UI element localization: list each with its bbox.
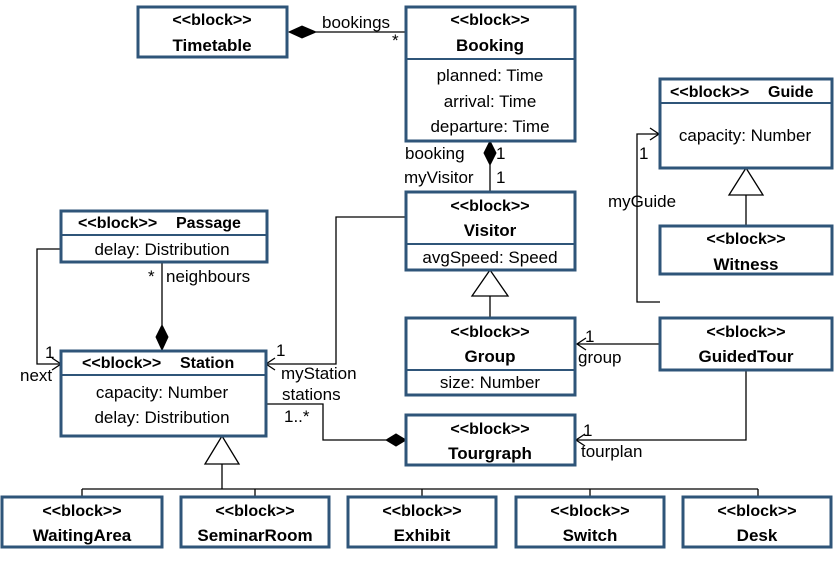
- booking-attr-arrival: arrival: Time: [444, 92, 537, 111]
- witness-name: Witness: [713, 255, 778, 274]
- group-attr-size: size: Number: [440, 373, 540, 392]
- timetable-block: <<block>> Timetable: [136, 5, 289, 59]
- next-label: next: [20, 366, 52, 385]
- myvisitor-multiplicity: 1: [496, 168, 505, 187]
- tourgraph-composition-diamond: [385, 433, 407, 447]
- timetable-stereotype: <<block>>: [172, 12, 251, 29]
- booking-label: booking: [405, 144, 465, 163]
- passage-station-next-line: [36, 248, 61, 365]
- guide-attr-capacity: capacity: Number: [679, 126, 812, 145]
- stations-label: stations: [282, 385, 341, 404]
- guidedtour-tourgraph-line: [576, 370, 747, 441]
- guidedtour-name: GuidedTour: [698, 347, 793, 366]
- station-tourgraph-line: [266, 403, 386, 441]
- booking-block: <<block>> Booking planned: Time arrival:…: [404, 5, 577, 143]
- guide-generalization-triangle: [727, 166, 765, 196]
- passage-name: Passage: [176, 215, 241, 232]
- tourgraph-name: Tourgraph: [448, 444, 532, 463]
- waitingarea-stereotype: <<block>>: [42, 503, 121, 520]
- switch-block: <<block>> Switch: [514, 495, 666, 549]
- booking-composition-diamond: [483, 139, 497, 167]
- guide-block: <<block>> Guide capacity: Number: [658, 77, 834, 170]
- visitor-station-line: [266, 216, 406, 365]
- guide-name: Guide: [768, 84, 813, 101]
- group-block: <<block>> Group size: Number: [404, 316, 577, 397]
- booking-stereotype: <<block>>: [450, 12, 529, 29]
- neighbours-label: neighbours: [166, 267, 250, 286]
- timetable-composition-diamond: [287, 25, 318, 39]
- guidedtour-block: <<block>> GuidedTour: [658, 316, 834, 372]
- waitingarea-name: WaitingArea: [33, 526, 132, 545]
- desk-block: <<block>> Desk: [681, 495, 833, 549]
- station-name: Station: [180, 355, 234, 372]
- guide-stereotype: <<block>>: [670, 84, 749, 101]
- visitor-generalization-triangle: [470, 268, 510, 297]
- mystation-multiplicity: 1: [276, 341, 285, 360]
- group-name: Group: [465, 347, 516, 366]
- visitor-stereotype: <<block>>: [450, 198, 529, 215]
- switch-stereotype: <<block>>: [550, 503, 629, 520]
- station-generalization-triangle: [203, 434, 241, 465]
- bookings-multiplicity: *: [392, 31, 399, 50]
- booking-attr-departure: departure: Time: [430, 117, 549, 136]
- tourplan-label: tourplan: [581, 442, 642, 461]
- myvisitor-label: myVisitor: [404, 168, 474, 187]
- witness-stereotype: <<block>>: [706, 231, 785, 248]
- witness-block: <<block>> Witness: [658, 224, 834, 276]
- visitor-attr-avgspeed: avgSpeed: Speed: [422, 248, 557, 267]
- passage-stereotype: <<block>>: [78, 215, 157, 232]
- waitingarea-block: <<block>> WaitingArea: [0, 495, 164, 549]
- station-block: <<block>> Station capacity: Number delay…: [59, 349, 268, 438]
- myguide-multiplicity: 1: [639, 144, 648, 163]
- mystation-label: myStation: [281, 364, 357, 383]
- seminarroom-name: SeminarRoom: [197, 526, 312, 545]
- group-multiplicity: 1: [585, 327, 594, 346]
- visitor-block: <<block>> Visitor avgSpeed: Speed: [404, 190, 577, 272]
- exhibit-block: <<block>> Exhibit: [346, 495, 498, 549]
- neighbours-multiplicity: *: [148, 267, 155, 286]
- seminarroom-block: <<block>> SeminarRoom: [179, 495, 331, 549]
- passage-block: <<block>> Passage delay: Distribution: [59, 209, 269, 264]
- group-label: group: [578, 348, 621, 367]
- station-composition-diamond: [155, 323, 169, 352]
- stations-multiplicity: 1..*: [284, 407, 310, 426]
- booking-name: Booking: [456, 36, 524, 55]
- visitor-name: Visitor: [464, 221, 517, 240]
- exhibit-name: Exhibit: [394, 526, 451, 545]
- exhibit-stereotype: <<block>>: [382, 503, 461, 520]
- booking-attr-planned: planned: Time: [437, 66, 544, 85]
- passage-attr-delay: delay: Distribution: [94, 240, 229, 259]
- guidedtour-guide-line: [636, 133, 660, 303]
- timetable-name: Timetable: [172, 36, 251, 55]
- switch-name: Switch: [563, 526, 618, 545]
- group-arrowhead: [575, 337, 587, 351]
- station-attr-delay: delay: Distribution: [94, 408, 229, 427]
- group-stereotype: <<block>>: [450, 324, 529, 341]
- station-attr-capacity: capacity: Number: [96, 383, 229, 402]
- station-stereotype: <<block>>: [82, 355, 161, 372]
- tourgraph-block: <<block>> Tourgraph: [404, 413, 577, 467]
- tourgraph-stereotype: <<block>>: [450, 421, 529, 438]
- tourplan-multiplicity: 1: [583, 421, 592, 440]
- next-multiplicity: 1: [45, 343, 54, 362]
- guidedtour-stereotype: <<block>>: [706, 324, 785, 341]
- seminarroom-stereotype: <<block>>: [215, 503, 294, 520]
- desk-name: Desk: [737, 526, 778, 545]
- myguide-label: myGuide: [608, 192, 676, 211]
- booking-multiplicity: 1: [496, 144, 505, 163]
- desk-stereotype: <<block>>: [717, 503, 796, 520]
- bookings-label: bookings: [322, 13, 390, 32]
